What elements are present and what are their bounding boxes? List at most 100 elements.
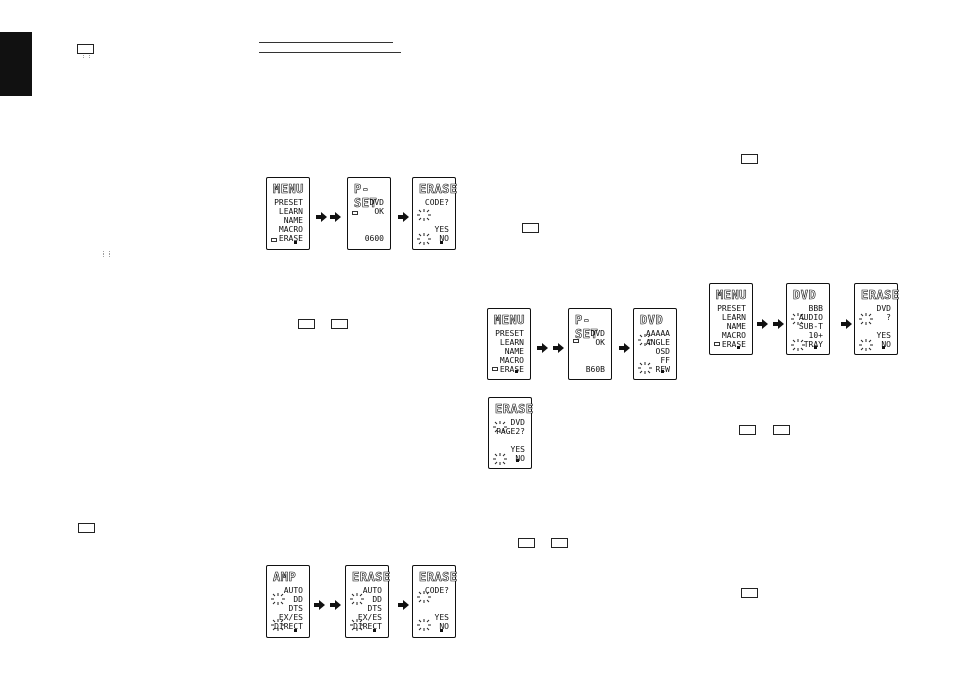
lcd-line: YES: [876, 331, 891, 340]
lcd-line: DD: [293, 595, 303, 604]
blinking-indicator-icon: [271, 590, 285, 605]
lcd-line: [425, 604, 449, 613]
blinking-indicator-icon: [859, 336, 873, 351]
lcd-title: AMP: [273, 570, 297, 585]
language-side-tab: [0, 32, 32, 96]
lcd-line: [877, 322, 891, 331]
lcd-line: YES: [434, 613, 449, 622]
lcd-line: ANGLE: [645, 338, 670, 347]
blinking-indicator-icon: [493, 450, 507, 465]
lcd-line: LEARN: [499, 338, 524, 347]
cursor-icon: [373, 629, 376, 632]
cursor-icon: [737, 346, 740, 349]
cursor-icon: [294, 629, 297, 632]
lcd-lines: AAAAAANGLEOSDFFREW: [646, 329, 670, 374]
lcd-line: NAME: [726, 322, 746, 331]
lcd-line: EX/ES: [357, 613, 382, 622]
remote-key-icon: [522, 223, 539, 233]
remote-key-icon: [331, 319, 348, 329]
dots-icon: : :: [82, 54, 92, 60]
lcd-title: P-SET: [575, 313, 599, 342]
lcd-line: OSD: [655, 347, 670, 356]
lcd-line: DVD: [876, 304, 891, 313]
lcd-line: DD: [372, 595, 382, 604]
cursor-icon: [516, 459, 519, 462]
blinking-indicator-icon: [638, 359, 652, 374]
lcd-title: ERASE: [861, 288, 900, 303]
blinking-indicator-icon: [859, 310, 873, 325]
right-arrow-icon: [316, 207, 327, 222]
blinking-indicator-icon: [350, 616, 364, 631]
lcd-line: MACRO: [721, 331, 746, 340]
lcd-line: OK: [374, 207, 384, 216]
cursor-icon: [515, 370, 518, 373]
remote-key-icon: [77, 44, 94, 54]
lcd-screen: DVDAAAAAANGLEOSDFFREW: [633, 308, 677, 380]
lcd-line: DTS: [367, 604, 382, 613]
lcd-line: NO: [439, 234, 449, 243]
cursor-icon: [882, 346, 885, 349]
blinking-indicator-icon: [350, 590, 364, 605]
cursor-icon: [661, 370, 664, 373]
blinking-indicator-icon: [791, 336, 805, 351]
blinking-indicator-icon: [493, 418, 507, 433]
lcd-title: P-SET: [354, 182, 378, 211]
lcd-line: ?: [886, 313, 891, 322]
lcd-title: ERASE: [419, 182, 458, 197]
remote-key-icon: [773, 425, 790, 435]
remote-key-icon: [741, 154, 758, 164]
dots-icon: : :: :: [102, 250, 112, 259]
lcd-line: MACRO: [278, 225, 303, 234]
small-key-icon: [271, 238, 277, 242]
lcd-line: YES: [510, 445, 525, 454]
lcd-line: REW: [646, 365, 670, 374]
blinking-indicator-icon: [417, 588, 431, 603]
lcd-line: AAAAA: [645, 329, 670, 338]
small-key-icon: [573, 339, 579, 343]
small-key-icon: [714, 342, 720, 346]
lcd-line: DVD: [369, 198, 384, 207]
cursor-icon: [814, 346, 817, 349]
heading-rule: [259, 52, 401, 53]
right-arrow-icon: [398, 207, 409, 222]
lcd-line: DVD: [510, 418, 525, 427]
lcd-title: ERASE: [419, 570, 458, 585]
lcd-line: MACRO: [499, 356, 524, 365]
right-arrow-icon: [619, 338, 630, 353]
lcd-line: ERASE: [721, 340, 746, 349]
lcd-line: LEARN: [278, 207, 303, 216]
remote-key-icon: [78, 523, 95, 533]
lcd-line: NO: [515, 454, 525, 463]
lcd-line: PRESET: [274, 198, 303, 207]
lcd-line: FF: [660, 356, 670, 365]
blinking-indicator-icon: [417, 206, 431, 221]
remote-key-icon: [551, 538, 568, 548]
lcd-line: PRESET: [717, 304, 746, 313]
cursor-icon: [294, 241, 297, 244]
lcd-line: LEARN: [721, 313, 746, 322]
lcd-title: MENU: [494, 313, 525, 328]
small-key-icon: [352, 211, 358, 215]
lcd-line: DVD: [590, 329, 605, 338]
lcd-line: NAME: [283, 216, 303, 225]
right-arrow-icon: [330, 595, 341, 610]
right-arrow-icon: [314, 595, 325, 610]
right-arrow-icon: [398, 595, 409, 610]
lcd-line: B60B: [585, 365, 605, 374]
